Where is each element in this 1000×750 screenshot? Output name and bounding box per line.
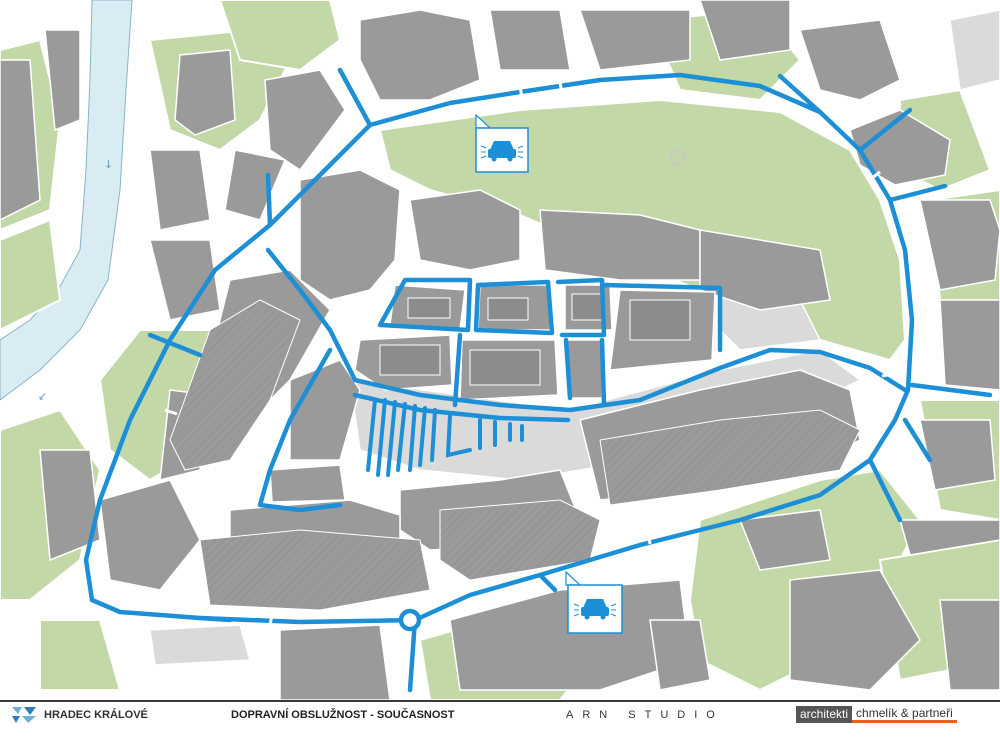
row-houses: [169, 299, 861, 611]
traffic-network: [83, 67, 993, 693]
inner-blocks: [379, 293, 691, 386]
partner-name-part2: chmelík & partneři: [852, 706, 957, 723]
ring-node: [670, 149, 686, 165]
car-icon: [480, 141, 524, 162]
river: [0, 0, 133, 401]
city-logo-icon: [12, 707, 36, 723]
partner-name-part1: architekti: [796, 706, 853, 723]
city-map: ↓ ↓: [0, 0, 1000, 700]
ring-gaps: [164, 81, 895, 626]
partner-logo: architekti chmelík & partneři: [796, 706, 957, 723]
river-arrow: ↓: [104, 158, 113, 171]
parking-lot: [366, 398, 524, 477]
title-block: HRADEC KRÁLOVÉ DOPRAVNÍ OBSLUŽNOST - SOU…: [0, 700, 1000, 750]
ring-road: [83, 72, 915, 625]
parking-marker-north[interactable]: [475, 113, 529, 173]
drawing-title: DOPRAVNÍ OBSLUŽNOST - SOUČASNOST: [231, 709, 455, 721]
car-icon: [573, 599, 617, 620]
roundabout: [398, 608, 422, 632]
studio-name: ARN STUDIO: [566, 709, 724, 721]
parking-marker-south[interactable]: [565, 570, 623, 634]
city-name: HRADEC KRÁLOVÉ: [44, 709, 148, 721]
